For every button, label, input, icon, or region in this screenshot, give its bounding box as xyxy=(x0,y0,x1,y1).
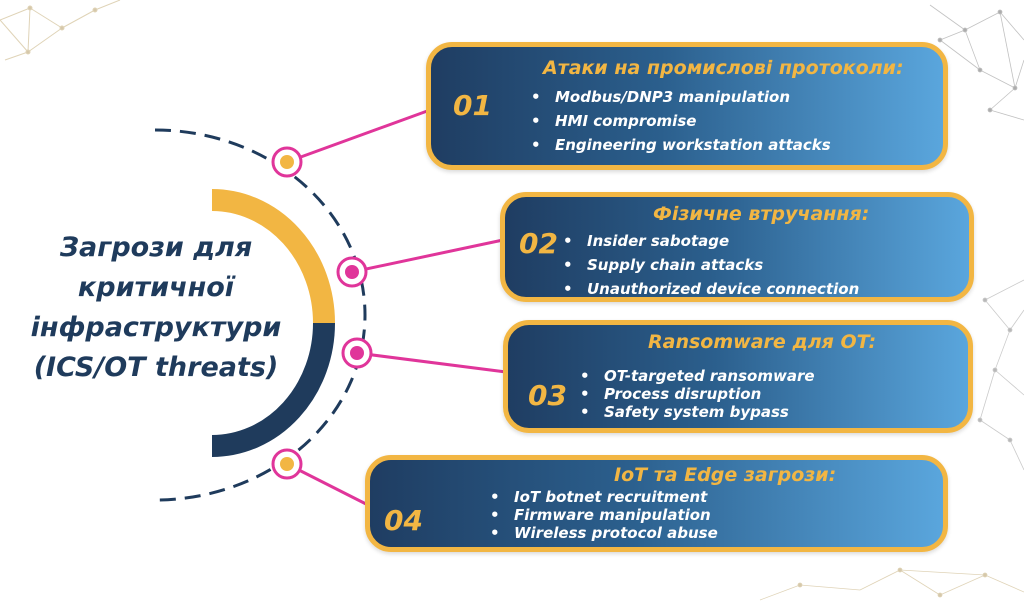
list-item: Firmware manipulation xyxy=(488,506,718,524)
card-number: 04 xyxy=(384,504,423,537)
connector-node-2 xyxy=(336,256,368,288)
card-bullet-list: OT-targeted ransomware Process disruptio… xyxy=(578,367,815,421)
card-number: 01 xyxy=(453,89,492,122)
network-decoration-bottom-right xyxy=(759,567,1024,601)
list-item: Insider sabotage xyxy=(561,229,859,253)
list-item: Wireless protocol abuse xyxy=(488,524,718,542)
connector-node-1 xyxy=(271,146,303,178)
list-item: Process disruption xyxy=(578,385,815,403)
threat-card-04: 04 IoT та Edge загрози: IoT botnet recru… xyxy=(365,455,948,552)
navy-arc xyxy=(211,322,335,457)
connector-3 xyxy=(356,351,507,374)
threat-card-03: 03 Ransomware для OT: OT-targeted ransom… xyxy=(503,320,973,433)
list-item: Unauthorized device connection xyxy=(561,277,859,301)
diagram-title: Загрози для критичної інфраструктури (IC… xyxy=(22,228,290,388)
network-decoration-top-left xyxy=(0,0,121,61)
network-decoration-right xyxy=(977,279,1024,471)
list-item: IoT botnet recruitment xyxy=(488,488,718,506)
card-number: 02 xyxy=(519,227,558,260)
list-item: OT-targeted ransomware xyxy=(578,367,815,385)
threat-card-01: 01 Атаки на промислові протоколи: Modbus… xyxy=(426,42,948,170)
card-bullet-list: Modbus/DNP3 manipulation HMI compromise … xyxy=(529,85,831,157)
title-line-1: Загрози для xyxy=(59,232,253,263)
list-item: HMI compromise xyxy=(529,109,831,133)
title-line-2: критичної xyxy=(77,272,235,303)
list-item: Supply chain attacks xyxy=(561,253,859,277)
list-item: Modbus/DNP3 manipulation xyxy=(529,85,831,109)
card-bullet-list: IoT botnet recruitment Firmware manipula… xyxy=(488,488,718,542)
connector-1 xyxy=(286,108,431,164)
title-line-3: інфраструктури xyxy=(30,312,282,343)
card-bullet-list: Insider sabotage Supply chain attacks Un… xyxy=(561,229,859,301)
dashed-ring xyxy=(154,128,367,502)
connector-2 xyxy=(351,238,504,274)
card-heading: Ransomware для OT: xyxy=(648,331,877,353)
card-heading: Фізичне втручання: xyxy=(653,203,870,225)
card-number: 03 xyxy=(528,379,567,412)
network-decoration-top-right xyxy=(929,4,1024,121)
title-line-4: (ICS/OT threats) xyxy=(33,352,279,383)
list-item: Engineering workstation attacks xyxy=(529,133,831,157)
card-heading: IoT та Edge загрози: xyxy=(614,464,837,486)
connector-node-4 xyxy=(271,448,303,480)
threat-card-02: 02 Фізичне втручання: Insider sabotage S… xyxy=(500,192,974,302)
card-heading: Атаки на промислові протоколи: xyxy=(543,57,904,79)
list-item: Safety system bypass xyxy=(578,403,815,421)
connector-node-3 xyxy=(341,337,373,369)
gold-arc xyxy=(211,189,335,324)
